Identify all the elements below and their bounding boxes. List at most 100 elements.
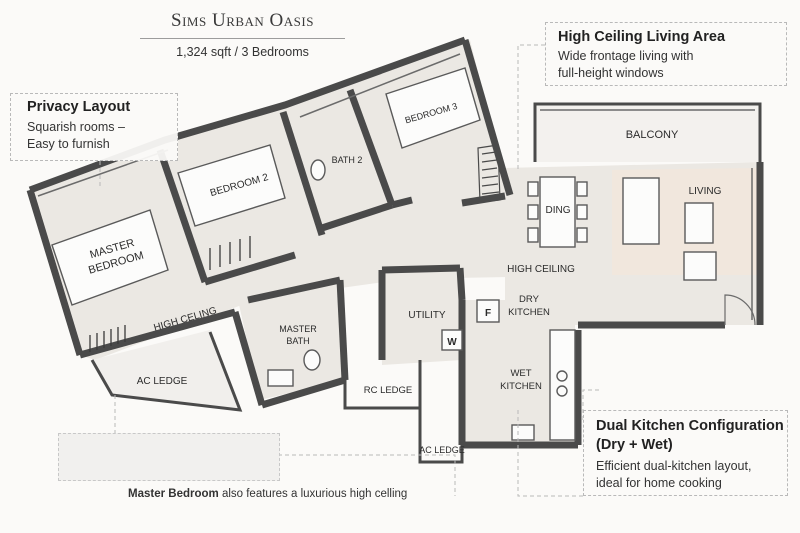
armchair <box>683 251 717 281</box>
stove-burner <box>556 385 568 397</box>
title-block: Sims Urban Oasis 1,324 sqft / 3 Bedrooms <box>140 10 345 59</box>
label-balcony: BALCONY <box>626 129 679 141</box>
callout-privacy-layout: Privacy Layout Squarish rooms – Easy to … <box>10 93 178 161</box>
label-living: LIVING <box>689 186 722 197</box>
bedroom3-bed <box>385 67 481 149</box>
mbath-south-wall <box>260 376 347 409</box>
mbr-south-wall <box>79 308 236 359</box>
label-utility: UTILITY <box>408 310 446 321</box>
master-wardrobe <box>89 325 126 352</box>
kitchen-sink <box>511 424 535 441</box>
label-dining: DING <box>546 205 571 216</box>
dining-chair <box>576 227 588 243</box>
furniture <box>51 67 717 441</box>
ac-ledge-floor <box>92 330 240 410</box>
dining-table <box>539 176 576 248</box>
entrance-door-swing <box>724 294 756 326</box>
leader-kitchen-bottom <box>517 410 583 497</box>
bedroom2-wardrobe <box>209 236 251 270</box>
leader-ceiling <box>517 44 545 170</box>
callout-dual-kitchen: Dual Kitchen Configuration (Dry + Wet) E… <box>583 410 788 496</box>
toilet <box>310 159 326 181</box>
mbr-bed2-wall <box>156 148 209 284</box>
utility-north-wall <box>381 264 461 274</box>
plan-subtitle: 1,324 sqft / 3 Bedrooms <box>176 45 309 59</box>
service-hatch <box>477 144 501 203</box>
callout-line: Easy to furnish <box>27 137 110 151</box>
wardrobes <box>89 236 251 352</box>
plan-title: Sims Urban Oasis <box>171 10 314 31</box>
footnote: Master Bedroom also features a luxurious… <box>128 488 407 500</box>
dining-chair <box>527 181 539 197</box>
label-master-bath: BATH <box>286 336 309 346</box>
mbath-east-wall <box>336 279 349 381</box>
label-fridge: F <box>485 308 491 319</box>
dining-chair <box>527 227 539 243</box>
callout-line: Efficient dual-kitchen layout, <box>596 459 752 473</box>
bath2-bed3-wall <box>346 88 396 207</box>
balcony-wall <box>533 102 762 162</box>
label-washer: W <box>447 337 457 348</box>
ac-ledge-left-wall <box>90 331 243 412</box>
kitchen-floor <box>462 300 575 445</box>
ac-ledge-bottom-wall <box>418 408 464 464</box>
callout-line: Wide frontage living with <box>558 49 694 63</box>
bath2-south-wall <box>320 201 394 232</box>
callout-line: ideal for home cooking <box>596 476 722 490</box>
dining-chair <box>576 204 588 220</box>
leader-lines <box>99 44 600 497</box>
mbath-west-wall <box>231 311 266 406</box>
label-dry-kitchen: KITCHEN <box>508 307 550 318</box>
callout-heading: Privacy Layout <box>27 99 131 115</box>
leader-footnote <box>114 395 456 496</box>
walls <box>26 36 764 464</box>
master-bed <box>51 209 169 306</box>
vanity <box>267 369 294 387</box>
callout-high-ceiling: High Ceiling Living Area Wide frontage l… <box>545 22 787 86</box>
east-bedroom-wall <box>461 39 514 196</box>
toilet <box>303 349 321 371</box>
callout-body: Wide frontage living with full-height wi… <box>558 48 786 82</box>
callout-line: full-height windows <box>558 66 664 80</box>
callout-heading: Dual Kitchen Configuration <box>596 418 784 434</box>
utility-fridge-box <box>476 299 500 323</box>
rc-ledge-wall <box>343 360 422 410</box>
title-rule <box>140 38 345 39</box>
utility-east-wall <box>456 267 466 301</box>
label-master-bath: MASTER <box>279 324 317 334</box>
callout-body: Squarish rooms – Easy to furnish <box>27 119 177 153</box>
mbath-north-wall <box>247 276 341 304</box>
master-bedroom-image-placeholder <box>58 433 280 481</box>
label-high-ceiling-living: HIGH CEILING <box>507 264 575 275</box>
bed3-south-wall <box>391 196 413 209</box>
balcony-floor <box>535 104 760 162</box>
kitchen-counter <box>549 329 576 441</box>
bed2-south-wall <box>203 251 297 286</box>
coffee-table <box>684 202 714 244</box>
sofa <box>622 177 660 245</box>
label-bath2: BATH 2 <box>332 155 363 165</box>
callout-body: Efficient dual-kitchen layout, ideal for… <box>596 458 787 492</box>
bed2-bath2-wall <box>279 110 326 237</box>
stove-burner <box>556 370 568 382</box>
dining-chair <box>576 181 588 197</box>
label-rc-ledge: RC LEDGE <box>364 385 413 396</box>
west-wall <box>26 188 84 357</box>
callout-line: Squarish rooms – <box>27 120 125 134</box>
label-dry-kitchen: DRY <box>519 294 540 305</box>
label-wet-kitchen: WET <box>510 368 531 379</box>
utility-washer-box <box>441 329 463 351</box>
bed3-door-wall <box>461 192 506 207</box>
footnote-bold: Master Bedroom <box>128 488 219 500</box>
callout-heading: High Ceiling Living Area <box>558 29 726 45</box>
bedroom2-bed <box>177 144 286 227</box>
label-wet-kitchen: KITCHEN <box>500 381 542 392</box>
north-wall <box>28 36 467 194</box>
footnote-text: also features a luxurious high celling <box>218 488 408 500</box>
label-ac-ledge-bottom: AC LEDGE <box>419 445 465 455</box>
label-ac-ledge-left: AC LEDGE <box>137 376 188 387</box>
dining-chair <box>527 204 539 220</box>
master-bath-floor <box>238 282 345 400</box>
